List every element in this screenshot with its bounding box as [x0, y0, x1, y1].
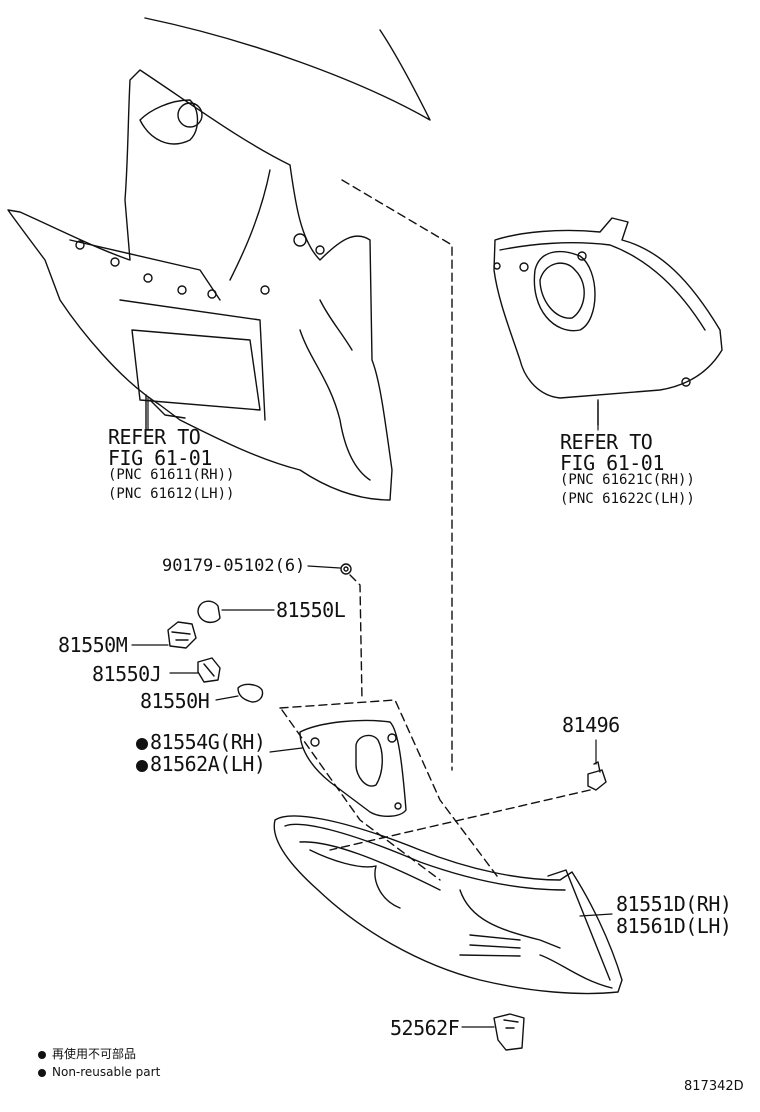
ref-left-line2: FIG 61-01: [108, 446, 212, 470]
ref-left-line1: REFER TO: [108, 425, 201, 449]
ref-left-pnc-rh: (PNC 61611(RH)): [108, 467, 235, 483]
clip-part-drawing: [587, 761, 607, 791]
tail-lamp-drawing: [273, 815, 623, 995]
legend-japanese-text: 再使用不可部品: [52, 1047, 137, 1061]
part-label-81561d: 81561D(LH): [616, 914, 732, 938]
socket-m-drawing: [167, 621, 197, 649]
ref-right-pnc-rh: (PNC 61621C(RH)): [560, 472, 695, 488]
inner-panel-drawing: [493, 217, 723, 426]
ref-right-line1: REFER TO: [560, 430, 653, 454]
part-label-81562a: 81562A(LH): [136, 752, 266, 776]
legend-marker-icon: [38, 1050, 46, 1059]
ref-right-pnc-lh: (PNC 61622C(LH)): [560, 491, 695, 507]
part-label-52562f: 52562F: [390, 1016, 460, 1040]
part-label-81550l: 81550L: [276, 598, 346, 622]
screw-part-drawing: [340, 563, 352, 575]
bulb-h-drawing: [237, 683, 264, 703]
legend-english: Non-reusable part: [38, 1066, 160, 1078]
part-label-81550j: 81550J: [92, 662, 162, 686]
bulb-l-drawing: [197, 600, 221, 624]
part-label-81554g: 81554G(RH): [136, 730, 266, 754]
assembly-guide-lines: [279, 179, 591, 881]
part-label-81562a-text: 81562A(LH): [150, 752, 266, 776]
figure-code: 817342D: [684, 1079, 744, 1094]
socket-j-drawing: [197, 657, 221, 683]
part-label-screw: 90179-05102(6): [162, 556, 306, 576]
leader-lines: [131, 397, 613, 1028]
quarter-panel-drawing: [7, 17, 431, 501]
part-label-81496: 81496: [562, 713, 620, 737]
non-reusable-marker-icon: [136, 760, 148, 772]
ref-right-line2: FIG 61-01: [560, 451, 664, 475]
part-label-81550m: 81550M: [58, 633, 128, 657]
legend-english-text: Non-reusable part: [52, 1065, 161, 1079]
part-label-81554g-text: 81554G(RH): [150, 730, 266, 754]
legend-marker-icon: [38, 1068, 46, 1077]
ref-left-pnc-lh: (PNC 61612(LH)): [108, 486, 235, 502]
part-label-81551d: 81551D(RH): [616, 892, 732, 916]
retainer-part-drawing: [493, 1013, 525, 1051]
legend-japanese: 再使用不可部品: [38, 1048, 136, 1060]
non-reusable-marker-icon: [136, 738, 148, 750]
part-label-81550h: 81550H: [140, 689, 210, 713]
gasket-drawing: [299, 719, 407, 817]
